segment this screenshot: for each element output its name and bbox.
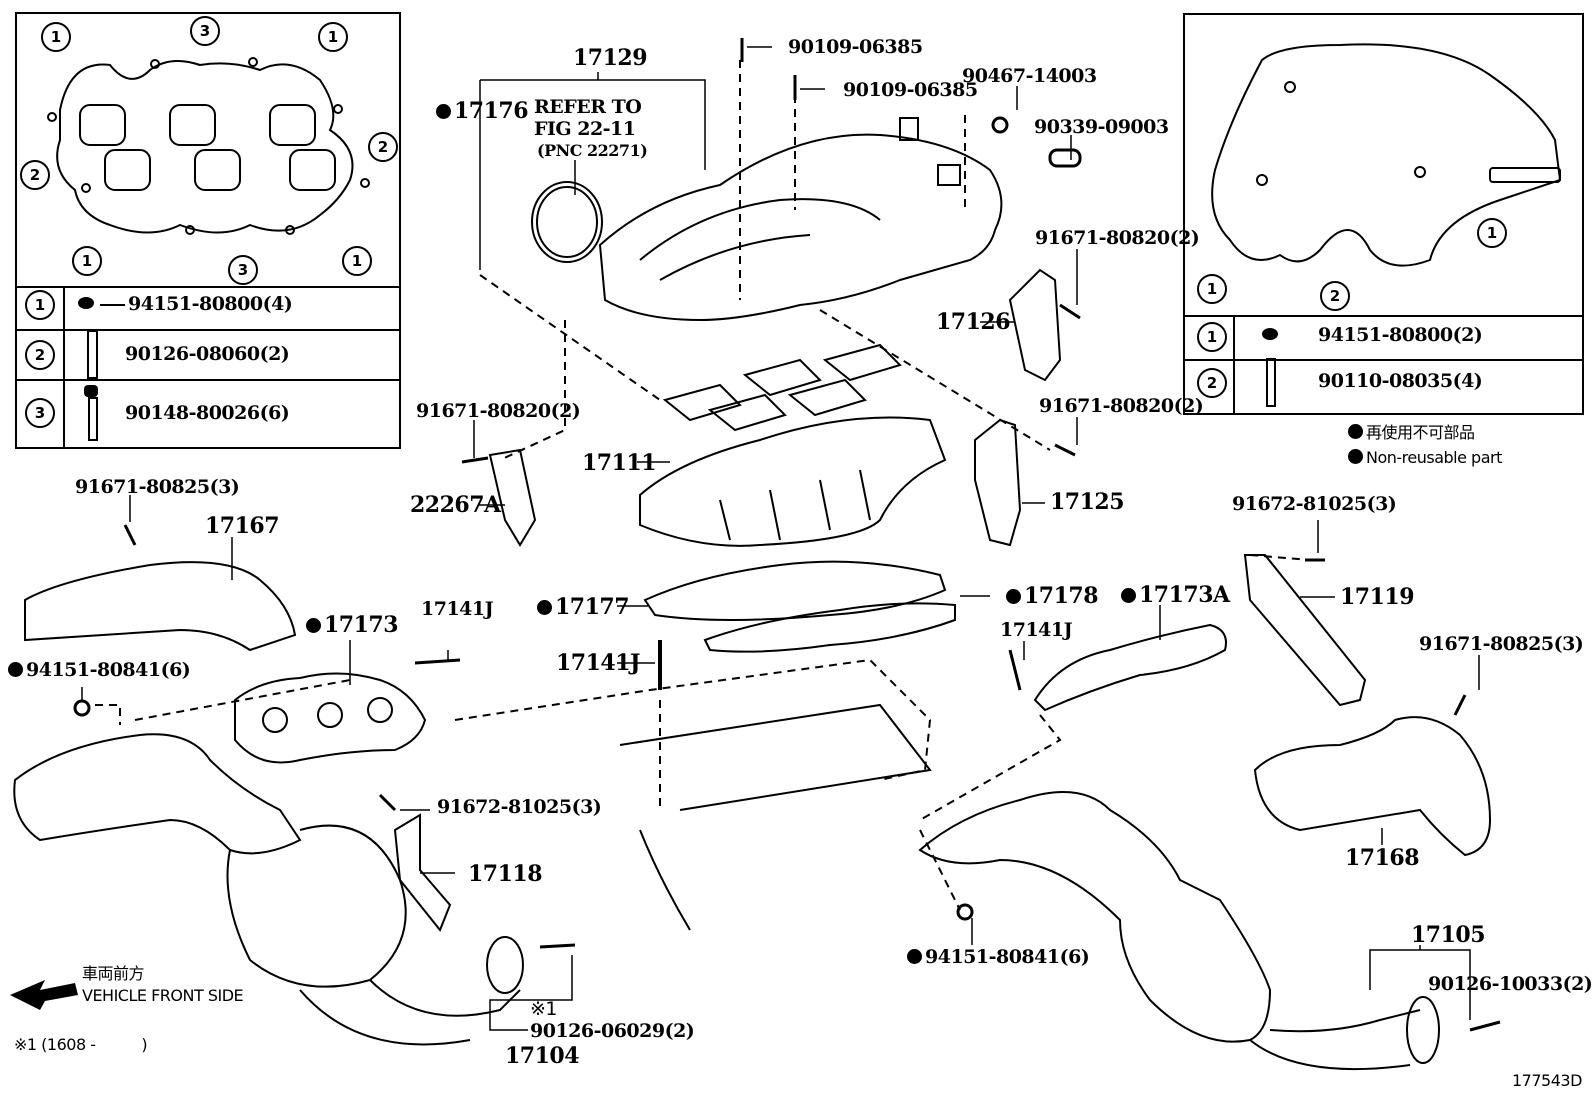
direction-en: VEHICLE FRONT SIDE — [82, 986, 244, 1005]
part-91671-80820-b[interactable]: 91671-80820(2) — [1039, 395, 1204, 417]
exhaust-manifold-left-drawing — [13, 733, 524, 1046]
intake-manifold-gasket-drawing — [47, 57, 370, 235]
flange-bolt-icon — [84, 385, 98, 397]
callout-2: 2 — [368, 132, 398, 162]
part-90109-06385-b[interactable]: 90109-06385 — [843, 79, 978, 101]
part-90467-14003[interactable]: 90467-14003 — [962, 65, 1097, 87]
part-94151-80841-a[interactable]: 94151-80841(6) — [8, 661, 191, 680]
part-number-94151-80800[interactable] — [100, 295, 127, 314]
heat-insulator-right-drawing — [1253, 716, 1492, 857]
heat-insulator-left-drawing — [24, 561, 297, 652]
fasteners-drawing — [73, 38, 1501, 1032]
part-17129[interactable]: 17129 — [573, 45, 648, 71]
vehicle-front-arrow-icon — [10, 980, 78, 1010]
callout-3: 3 — [190, 16, 220, 46]
refer-to-line2: FIG 22-11 — [534, 118, 636, 140]
part-90126-06029[interactable]: 90126-06029(2) — [530, 1020, 695, 1042]
part-number-90126-08060[interactable]: 90126-08060(2) — [125, 343, 290, 365]
legend-non-reusable-en: Non-reusable part — [1348, 449, 1502, 466]
intake-plenum-drawing — [598, 117, 1003, 322]
bracket-17126-drawing — [1008, 268, 1062, 382]
part-17126[interactable]: 17126 — [936, 309, 1011, 335]
legend-num-2: 2 — [1197, 368, 1227, 398]
part-90126-10033[interactable]: 90126-10033(2) — [1428, 973, 1592, 995]
part-17104[interactable]: 17104 — [505, 1043, 580, 1069]
part-17168[interactable]: 17168 — [1345, 845, 1420, 871]
part-17141J-a[interactable]: 17141J — [421, 598, 494, 620]
bolt-shank-icon — [88, 397, 98, 441]
bracket-17125-drawing — [974, 418, 1022, 547]
part-17141J-b[interactable]: 17141J — [556, 650, 640, 676]
part-17173A[interactable]: 17173A — [1121, 584, 1230, 606]
footnote-marker: ※1 — [530, 998, 558, 1020]
legend-non-reusable-jp: 再使用不可部品 — [1348, 424, 1475, 441]
part-91671-80820-a[interactable]: 91671-80820(2) — [1035, 227, 1200, 249]
nut-icon — [1262, 328, 1278, 340]
part-22267A[interactable]: 22267A — [410, 492, 501, 518]
callout-2: 2 — [20, 160, 50, 190]
part-17177[interactable]: 17177 — [537, 596, 630, 618]
part-90109-06385-a[interactable]: 90109-06385 — [788, 36, 923, 58]
callout-1: 1 — [342, 246, 372, 276]
part-91672-81025-b[interactable]: 91672-81025(3) — [437, 796, 602, 818]
legend-num-1: 1 — [25, 290, 55, 320]
nut-icon — [78, 297, 94, 309]
part-number-94151-80800[interactable]: 94151-80800(2) — [1318, 324, 1483, 346]
callout-1: 1 — [72, 246, 102, 276]
exhaust-gasket-right-drawing — [1033, 623, 1227, 712]
legend-num-1: 1 — [1197, 322, 1227, 352]
part-17173[interactable]: 17173 — [306, 614, 399, 636]
refer-to-pnc: (PNC 22271) — [537, 141, 648, 160]
plenum-gasket-drawing — [662, 343, 902, 432]
o-ring-drawing — [531, 181, 603, 263]
part-17125[interactable]: 17125 — [1050, 489, 1125, 515]
callout-1: 1 — [41, 22, 71, 52]
callout-2: 2 — [1320, 281, 1350, 311]
intake-plenum-side-drawing — [1211, 43, 1562, 267]
bolt-icon — [1266, 358, 1276, 407]
part-17111[interactable]: 17111 — [582, 450, 657, 476]
part-17178[interactable]: 17178 — [1006, 585, 1099, 607]
inset-right — [1183, 13, 1584, 415]
direction-jp: 車両前方 — [82, 964, 145, 983]
part-number-94151-80800[interactable]: 94151-80800(4) — [128, 293, 293, 315]
part-17105[interactable]: 17105 — [1411, 922, 1486, 948]
part-90339-09003[interactable]: 90339-09003 — [1034, 116, 1169, 138]
part-17167[interactable]: 17167 — [205, 513, 280, 539]
intake-manifold-drawing — [639, 416, 947, 547]
callout-3: 3 — [228, 255, 258, 285]
part-number-90148-80026[interactable]: 90148-80026(6) — [125, 402, 290, 424]
part-91671-80825-b[interactable]: 91671-80825(3) — [1419, 633, 1584, 655]
exhaust-port-gasket-drawing — [643, 560, 956, 653]
stay-17119-drawing — [1243, 554, 1367, 707]
part-17141J-c[interactable]: 17141J — [1000, 619, 1073, 641]
stud-icon — [87, 330, 98, 379]
exhaust-manifold-right-drawing — [918, 791, 1440, 1071]
part-91671-80825-a[interactable]: 91671-80825(3) — [75, 476, 240, 498]
part-17118[interactable]: 17118 — [468, 861, 543, 887]
part-number-90110-08035[interactable]: 90110-08035(4) — [1318, 370, 1483, 392]
callout-1: 1 — [318, 22, 348, 52]
legend-num-3: 3 — [25, 398, 55, 428]
callout-1: 1 — [1477, 218, 1507, 248]
bracket-17118-drawing — [393, 813, 452, 932]
bracket-22267a-drawing — [488, 448, 537, 547]
part-17119[interactable]: 17119 — [1340, 584, 1415, 610]
part-17176[interactable]: 17176 — [436, 100, 529, 122]
inset-left — [15, 12, 401, 449]
footnote: ※1 (1608 - ) — [14, 1035, 148, 1054]
part-91671-80820-c[interactable]: 91671-80820(2) — [416, 400, 581, 422]
legend-num-2: 2 — [25, 340, 55, 370]
callout-1: 1 — [1197, 274, 1227, 304]
part-94151-80841-b[interactable]: 94151-80841(6) — [907, 948, 1090, 967]
refer-to-line1: REFER TO — [534, 96, 642, 118]
exhaust-gasket-left-drawing — [234, 672, 427, 764]
part-91672-81025-a[interactable]: 91672-81025(3) — [1232, 493, 1397, 515]
figure-id: 177543D — [1512, 1071, 1582, 1090]
